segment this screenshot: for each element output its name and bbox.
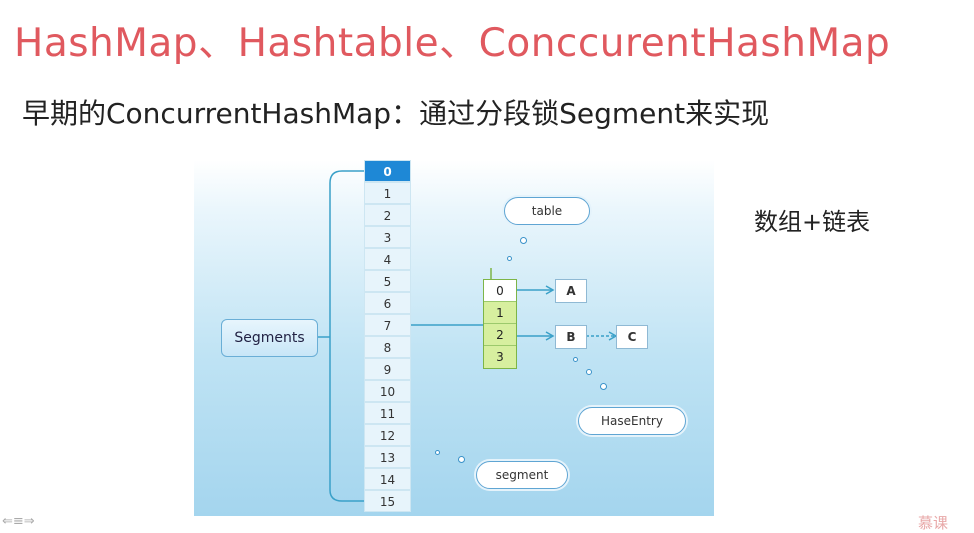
segment-cell: 1 [364, 182, 411, 204]
table-cell: 2 [484, 324, 516, 346]
player-controls[interactable]: ⇐≡⇒ [2, 514, 35, 529]
callout-dot [586, 369, 592, 375]
entry-node-a: A [555, 279, 587, 303]
table-cell: 3 [484, 346, 516, 368]
segment-cell: 4 [364, 248, 411, 270]
table-cell: 0 [484, 280, 516, 302]
segment-cell: 10 [364, 380, 411, 402]
segment-cell: 6 [364, 292, 411, 314]
segment-cell: 13 [364, 446, 411, 468]
segment-cell: 2 [364, 204, 411, 226]
entry-node-b: B [555, 325, 587, 349]
callout-dot [520, 237, 527, 244]
hase-entry-callout: HaseEntry [578, 407, 686, 435]
callout-dot [600, 383, 607, 390]
table-callout: table [504, 197, 590, 225]
segment-cell: 0 [364, 160, 411, 182]
structure-note: 数组+链表 [754, 208, 871, 236]
hash-table-array: 0 1 2 3 [483, 279, 517, 369]
entry-node-c: C [616, 325, 648, 349]
segment-cell: 9 [364, 358, 411, 380]
segments-box: Segments [221, 319, 318, 357]
table-cell: 1 [484, 302, 516, 324]
callout-dot [458, 456, 465, 463]
segment-cell: 8 [364, 336, 411, 358]
segment-callout: segment [476, 461, 568, 489]
watermark-logo: 慕课 [918, 514, 949, 532]
callout-dot [573, 357, 578, 362]
segment-cell: 7 [364, 314, 411, 336]
slide-subtitle: 早期的ConcurrentHashMap：通过分段锁Segment来实现 [22, 97, 770, 130]
segment-cell: 15 [364, 490, 411, 512]
segment-cell: 12 [364, 424, 411, 446]
segment-cell: 11 [364, 402, 411, 424]
segment-cell: 3 [364, 226, 411, 248]
segment-cell: 14 [364, 468, 411, 490]
callout-dot [507, 256, 512, 261]
callout-dot [435, 450, 440, 455]
slide-title: HashMap、Hashtable、ConccurentHashMap [14, 21, 891, 66]
segment-array: 0 1 2 3 4 5 6 7 8 9 10 11 12 13 14 15 [364, 160, 411, 512]
segment-cell: 5 [364, 270, 411, 292]
